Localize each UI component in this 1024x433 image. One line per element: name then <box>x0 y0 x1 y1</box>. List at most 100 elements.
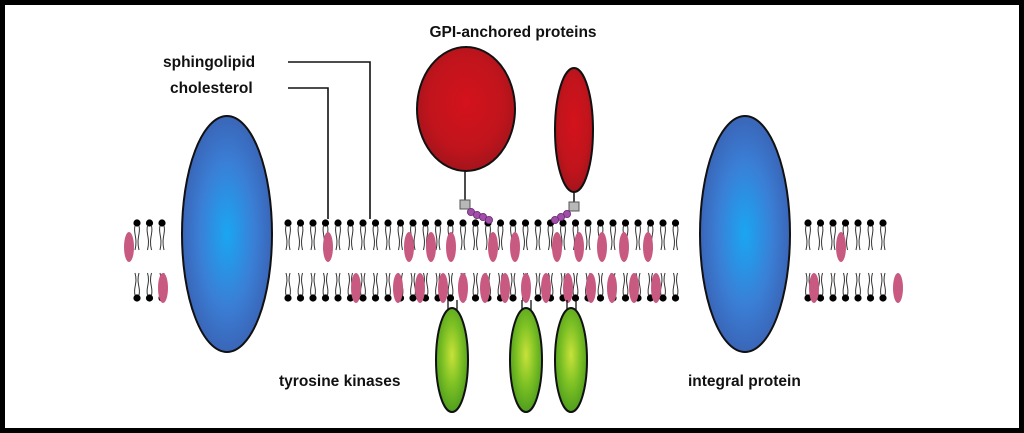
phospholipid <box>659 219 667 251</box>
phospholipid <box>866 219 875 251</box>
phospholipid <box>284 272 292 302</box>
cholesterol-icon <box>809 273 819 303</box>
phospholipid <box>284 219 292 251</box>
cholesterol-icon <box>586 273 596 303</box>
phospholipid <box>534 219 542 251</box>
phospholipid <box>471 219 480 251</box>
tyrosine-kinases-label: tyrosine kinases <box>279 373 400 390</box>
phospholipid <box>509 272 517 302</box>
phospholipid <box>521 219 530 251</box>
cholesterol-icon <box>552 232 562 262</box>
cholesterol-icon <box>836 232 846 262</box>
gpi-protein-large-icon <box>416 46 516 172</box>
cholesterol-icon <box>415 273 425 303</box>
phospholipid <box>804 219 812 251</box>
cholesterol-icon <box>893 273 903 303</box>
phospholipid <box>384 272 392 302</box>
phospholipid <box>841 272 850 302</box>
sphingolipid-label: sphingolipid <box>163 54 255 71</box>
phospholipid <box>133 272 141 302</box>
cholesterol-icon <box>323 232 333 262</box>
phospholipid <box>879 219 887 251</box>
cholesterol-icon <box>597 232 607 262</box>
cholesterol-label: cholesterol <box>170 80 253 97</box>
phospholipid <box>866 272 875 302</box>
phospholipid <box>359 219 367 251</box>
cholesterol-icon <box>574 232 584 262</box>
phospholipid <box>371 219 380 251</box>
cholesterol-icon <box>158 273 168 303</box>
cholesterol-icon <box>124 232 134 262</box>
cholesterol-molecules <box>124 232 903 303</box>
phospholipid <box>584 219 592 251</box>
phospholipid <box>434 219 442 251</box>
phospholipid <box>471 272 480 302</box>
cholesterol-icon <box>458 273 468 303</box>
phospholipid <box>145 219 154 251</box>
cholesterol-icon <box>426 232 436 262</box>
gpi-anchor-right <box>551 192 580 224</box>
phospholipid <box>384 219 392 251</box>
integral-protein-right-icon <box>699 115 791 353</box>
phospholipid <box>659 272 667 302</box>
phospholipid <box>296 272 305 302</box>
sphingolipid-leader-line <box>288 61 371 219</box>
phospholipid <box>634 219 642 251</box>
phospholipid <box>309 272 317 302</box>
cholesterol-icon <box>643 232 653 262</box>
phospholipid <box>145 272 154 302</box>
phospholipid <box>158 219 166 251</box>
phospholipid <box>334 272 342 302</box>
cholesterol-icon <box>563 273 573 303</box>
phospholipid <box>816 219 825 251</box>
cholesterol-icon <box>404 232 414 262</box>
integral-protein-label: integral protein <box>688 373 801 390</box>
cholesterol-icon <box>438 273 448 303</box>
cholesterol-icon <box>446 232 456 262</box>
cholesterol-icon <box>488 232 498 262</box>
kinase-anchor-lines <box>447 300 577 315</box>
phospholipid <box>609 219 617 251</box>
cholesterol-icon <box>480 273 490 303</box>
cholesterol-icon <box>629 273 639 303</box>
cholesterol-icon <box>500 273 510 303</box>
phospholipid <box>371 272 380 302</box>
cholesterol-icon <box>351 273 361 303</box>
phospholipid <box>829 272 837 302</box>
phospholipid <box>879 272 887 302</box>
phospholipid <box>829 219 837 251</box>
phospholipid <box>296 219 305 251</box>
phospholipid <box>546 219 555 251</box>
cholesterol-leader-line <box>288 87 329 219</box>
phospholipid <box>496 219 505 251</box>
gpi-proteins-label: GPI-anchored proteins <box>429 24 596 41</box>
cholesterol-icon <box>510 232 520 262</box>
phospholipid <box>321 272 330 302</box>
cholesterol-icon <box>521 273 531 303</box>
lipid-bilayer <box>133 219 887 302</box>
tyrosine-kinase-3-icon <box>554 307 588 413</box>
tyrosine-kinase-2-icon <box>509 307 543 413</box>
phospholipid <box>621 272 630 302</box>
phospholipid <box>854 219 862 251</box>
phospholipid <box>334 219 342 251</box>
cholesterol-icon <box>393 273 403 303</box>
phospholipid <box>571 272 580 302</box>
integral-protein-left-icon <box>181 115 273 353</box>
phospholipid <box>671 272 680 302</box>
membrane-diagram: GPI-anchored proteins sphingolipid chole… <box>124 24 903 413</box>
phospholipid <box>534 272 542 302</box>
phospholipid <box>359 272 367 302</box>
phospholipid <box>133 219 141 251</box>
phospholipid <box>446 272 455 302</box>
phospholipid <box>671 219 680 251</box>
phospholipid <box>596 272 605 302</box>
cholesterol-icon <box>619 232 629 262</box>
gpi-anchor-left <box>459 171 493 224</box>
phospholipid <box>804 272 812 302</box>
phospholipid <box>459 219 467 251</box>
phospholipid <box>396 219 405 251</box>
tyrosine-kinase-1-icon <box>435 307 469 413</box>
phospholipid <box>409 272 417 302</box>
